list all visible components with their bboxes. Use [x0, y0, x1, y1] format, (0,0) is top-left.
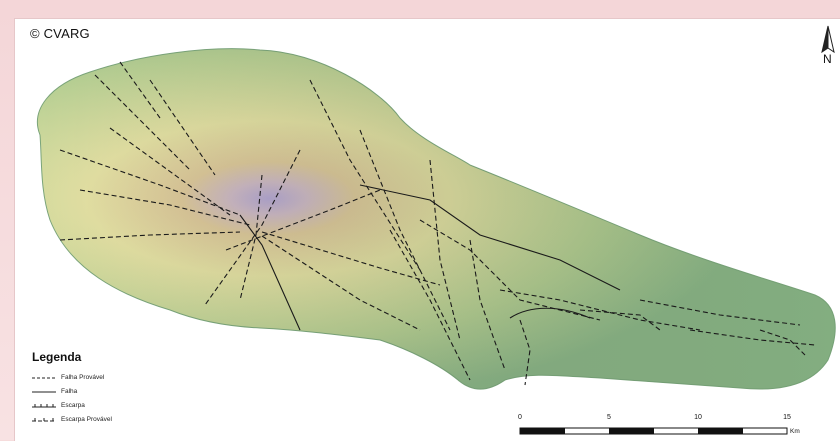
ticked-line-icon — [32, 403, 56, 407]
fault-dashed — [204, 149, 301, 306]
fault-dashed — [639, 299, 801, 326]
fault-lines — [59, 61, 816, 386]
fault-dashed — [309, 79, 421, 271]
copyright-text: © CVARG — [30, 26, 90, 41]
scale-label-5: 5 — [607, 414, 611, 421]
fault-dashed — [519, 319, 531, 386]
scale-label-0: 0 — [518, 414, 522, 421]
fault-dashed — [389, 229, 471, 381]
scale-label-15: 15 — [783, 414, 791, 421]
fault-dashed — [261, 235, 421, 331]
legend-item-falha-provavel: Falha Provável — [32, 372, 252, 383]
legend-title: Legenda — [32, 350, 82, 364]
fault-dashed — [689, 329, 816, 346]
fault-dashed — [261, 231, 441, 286]
north-label: N — [823, 52, 832, 66]
fault-dashed — [225, 189, 381, 251]
fault-dashed — [109, 127, 231, 216]
scale-bar-graphic — [519, 427, 788, 435]
fault-dashed — [419, 219, 601, 321]
scale-label-10: 10 — [694, 414, 702, 421]
fault-ticked — [509, 307, 591, 319]
dashed-ticked-line-icon — [32, 417, 56, 421]
fault-dashed — [759, 329, 806, 356]
fault-dashed — [359, 129, 451, 331]
legend-item-escarpa-provavel: Escarpa Provável — [32, 414, 252, 425]
dashed-line-icon — [32, 377, 56, 378]
fault-dashed — [429, 159, 461, 341]
legend-label: Falha — [61, 388, 78, 395]
fault-dashed — [579, 309, 661, 331]
scale-unit: Km — [790, 428, 800, 435]
fault-solid — [239, 214, 301, 331]
fault-dashed — [59, 231, 241, 241]
legend-item-escarpa: Escarpa — [32, 400, 252, 411]
fault-solid — [359, 184, 621, 291]
legend-item-falha: Falha — [32, 386, 252, 397]
scale-bar: 0 5 10 15 Km — [514, 414, 804, 440]
solid-line-icon — [32, 391, 56, 392]
legend-label: Escarpa — [61, 402, 85, 409]
fault-dashed — [469, 239, 506, 371]
fault-dashed — [79, 189, 251, 226]
legend-label: Falha Provável — [61, 374, 105, 381]
legend-label: Escarpa Provável — [61, 416, 112, 423]
legend: Legenda Falha Provável Falha Escarpa — [32, 350, 252, 428]
fault-dashed — [239, 174, 263, 301]
fault-dashed — [149, 79, 216, 176]
fault-dashed — [59, 149, 241, 216]
fault-dashed — [119, 61, 161, 119]
north-arrow-icon — [821, 25, 835, 54]
